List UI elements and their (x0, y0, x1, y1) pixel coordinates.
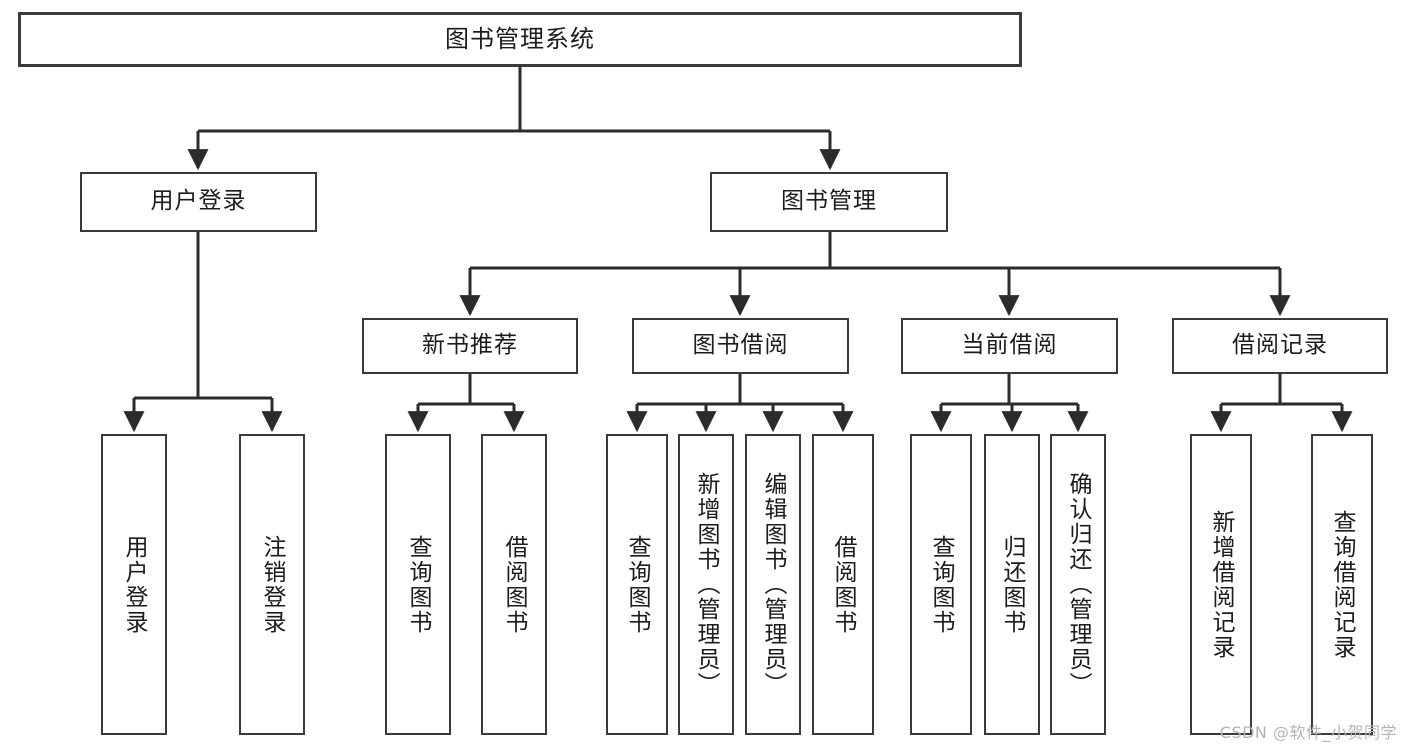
node-book-borrow[interactable]: 图书借阅 (632, 318, 849, 374)
node-label: 图书管理 (781, 188, 877, 215)
leaf-borrow-book-recommend[interactable]: 借阅图书 (481, 434, 547, 735)
leaf-borrow-book[interactable]: 借阅图书 (812, 434, 874, 735)
node-new-book-recommend[interactable]: 新书推荐 (362, 318, 578, 374)
node-label: 查询借阅记录 (1329, 509, 1356, 660)
leaf-edit-book-admin[interactable]: 编辑图书（管理员） (745, 434, 801, 735)
leaf-confirm-return-admin[interactable]: 确认归还（管理员） (1050, 434, 1106, 735)
node-label: 确认归还（管理员） (1065, 472, 1092, 697)
node-label: 借阅记录 (1232, 332, 1328, 359)
csdn-watermark: CSDN @软件_小贺同学 (1219, 723, 1397, 742)
leaf-query-book-current[interactable]: 查询图书 (910, 434, 972, 735)
node-label: 图书借阅 (692, 332, 789, 359)
node-label: 注销登录 (259, 534, 286, 635)
leaf-add-book-admin[interactable]: 新增图书（管理员） (678, 434, 734, 735)
node-label: 编辑图书（管理员） (760, 472, 787, 697)
node-label: 用户登录 (150, 188, 247, 215)
node-root-system[interactable]: 图书管理系统 (18, 12, 1022, 67)
leaf-logout-login[interactable]: 注销登录 (239, 434, 305, 735)
node-label: 当前借阅 (961, 332, 1058, 359)
leaf-query-borrow-record[interactable]: 查询借阅记录 (1311, 434, 1373, 735)
node-borrow-record[interactable]: 借阅记录 (1172, 318, 1388, 374)
leaf-user-login[interactable]: 用户登录 (101, 434, 167, 735)
node-current-borrow[interactable]: 当前借阅 (901, 318, 1118, 374)
node-label: 用户登录 (121, 534, 148, 635)
node-user-login[interactable]: 用户登录 (80, 172, 317, 232)
node-label: 查询图书 (624, 534, 651, 635)
node-label: 新书推荐 (422, 332, 518, 359)
leaf-query-book-recommend[interactable]: 查询图书 (385, 434, 451, 735)
node-label: 借阅图书 (830, 534, 857, 635)
node-book-manage[interactable]: 图书管理 (710, 172, 948, 232)
leaf-return-book[interactable]: 归还图书 (984, 434, 1040, 735)
leaf-add-borrow-record[interactable]: 新增借阅记录 (1190, 434, 1252, 735)
node-label: 图书管理系统 (445, 25, 595, 54)
node-label: 查询图书 (928, 534, 955, 635)
leaf-query-book-borrow[interactable]: 查询图书 (606, 434, 668, 735)
node-label: 新增借阅记录 (1208, 509, 1235, 660)
node-label: 新增图书（管理员） (693, 472, 720, 697)
node-label: 借阅图书 (501, 534, 528, 635)
node-label: 归还图书 (999, 534, 1026, 635)
node-label: 查询图书 (405, 534, 432, 635)
